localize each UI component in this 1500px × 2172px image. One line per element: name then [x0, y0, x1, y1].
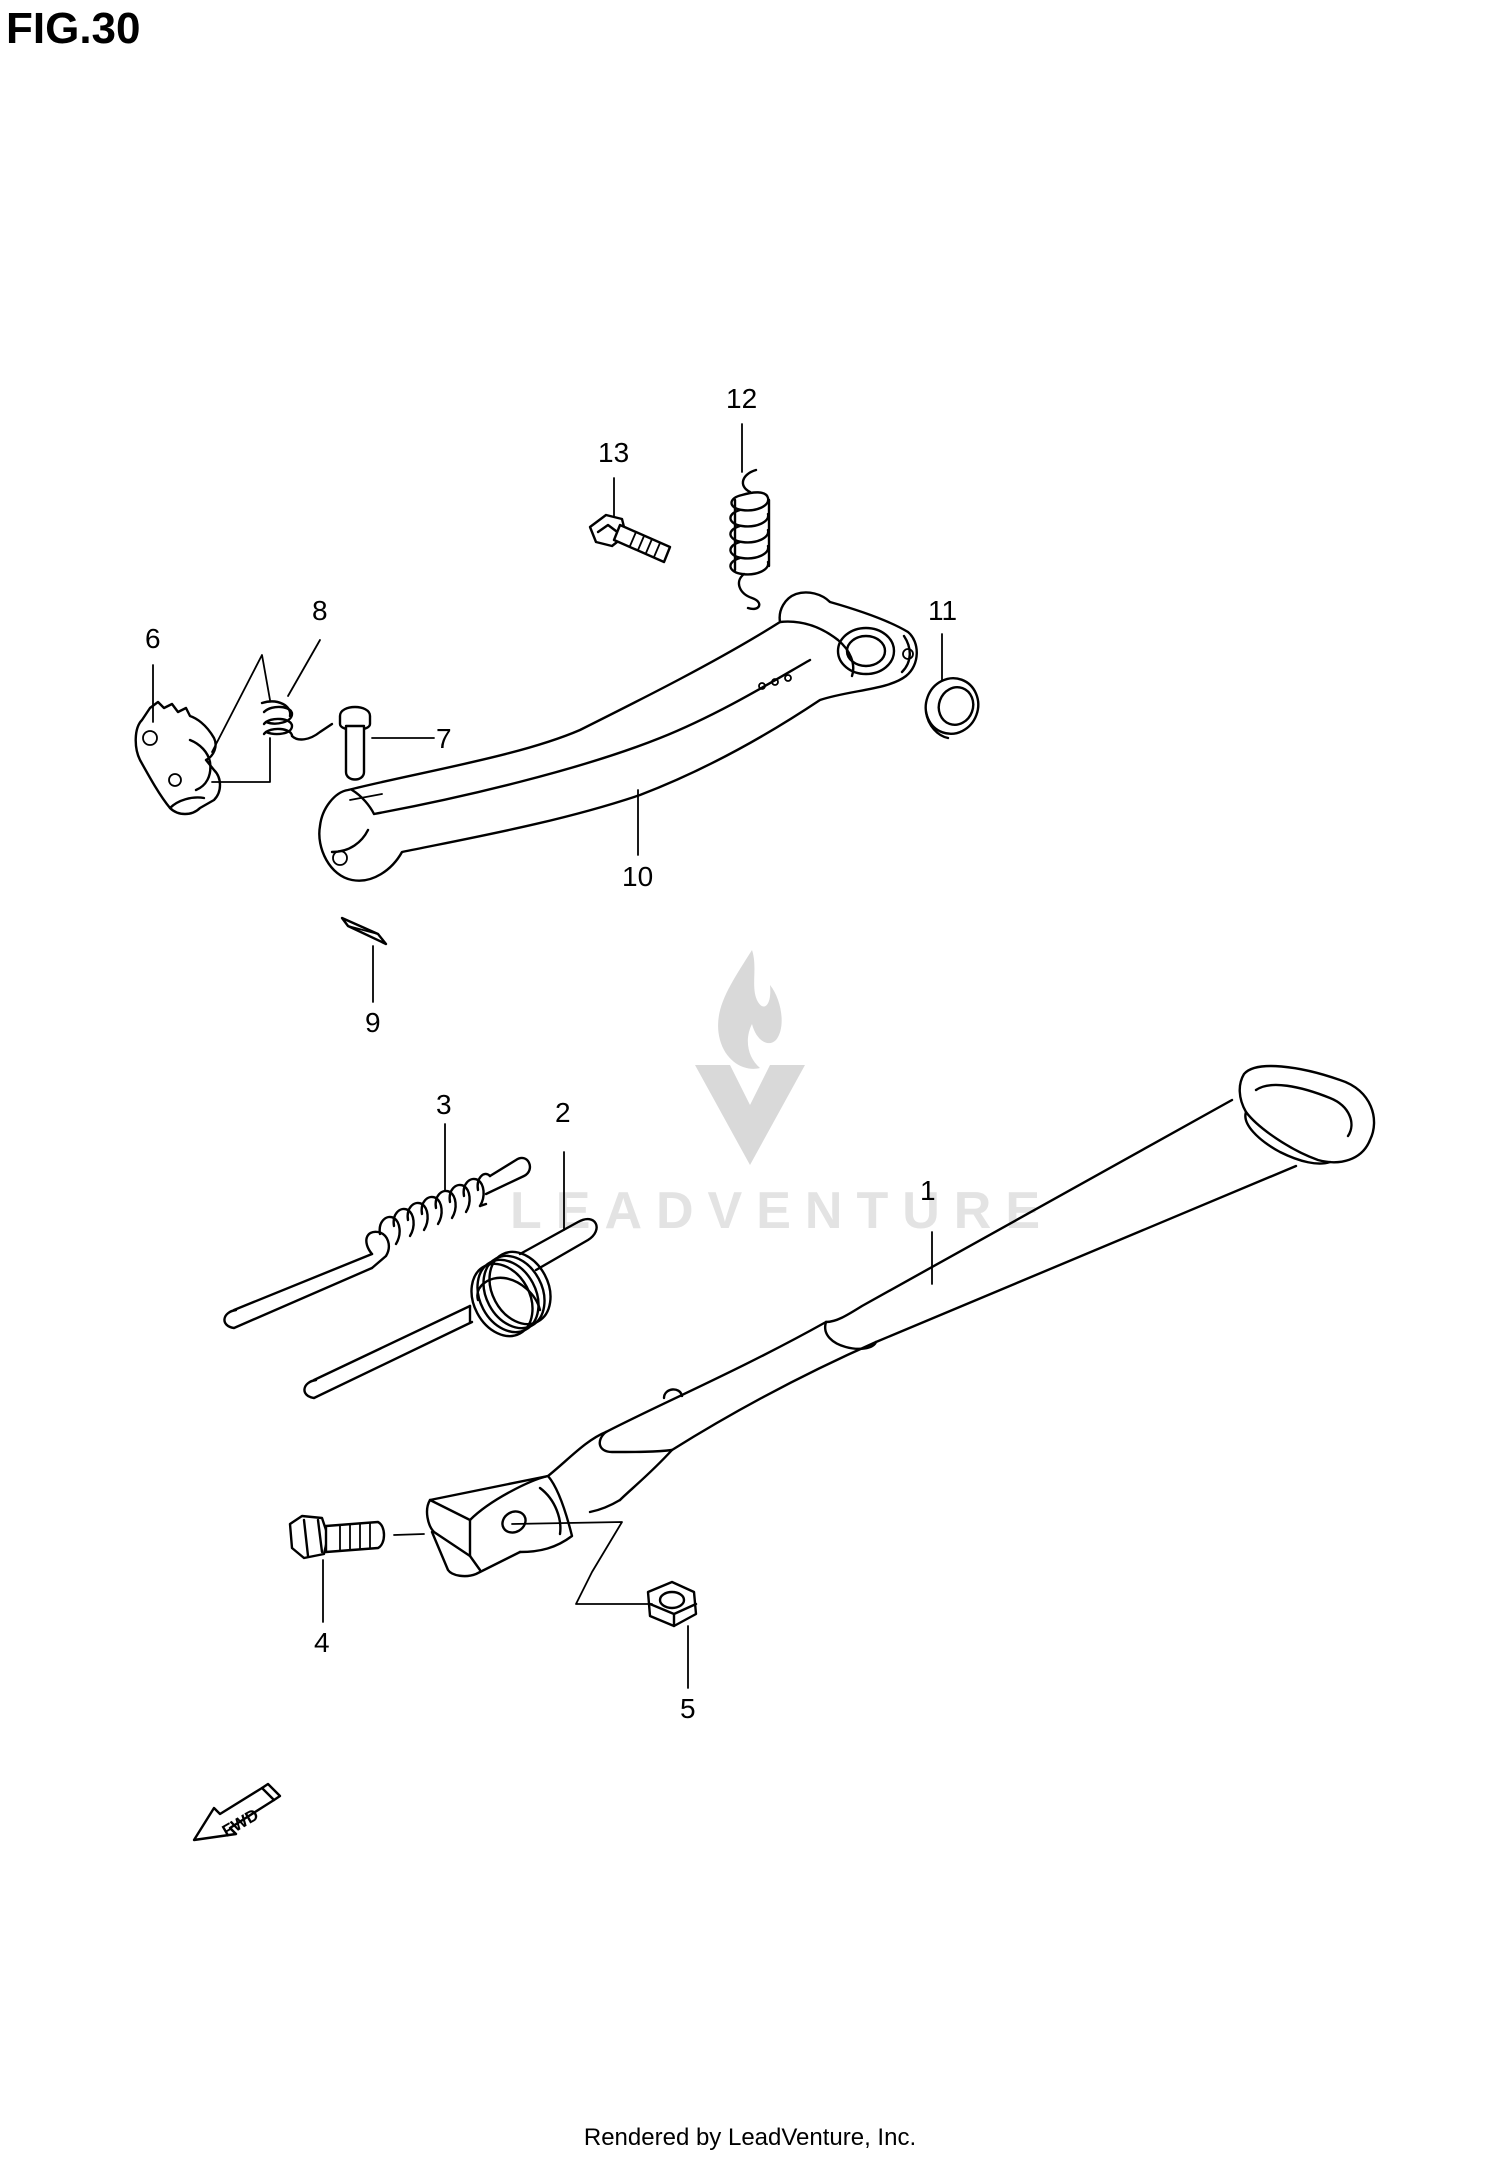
- part-11-washer: [924, 677, 980, 740]
- callout-4: 4: [314, 1627, 330, 1658]
- callout-7: 7: [436, 723, 452, 754]
- callout-3: 3: [436, 1089, 452, 1120]
- callout-9: 9: [365, 1007, 381, 1038]
- watermark-text: LEADVENTURE: [510, 1182, 1054, 1240]
- callout-13: 13: [598, 437, 629, 468]
- callout-6: 6: [145, 623, 161, 654]
- part-8-spring: [260, 700, 334, 741]
- figure-title: FIG.30: [6, 4, 141, 53]
- assembly-leader-lines: [211, 639, 321, 783]
- footer-credit: Rendered by LeadVenture, Inc.: [583, 2124, 917, 2151]
- callout-labels: 1 2 3 4 5 6 7 8 9 10 11 12 13: [145, 383, 957, 1724]
- hardware-leader-lines: [393, 1521, 653, 1605]
- part-7-pin: [338, 705, 372, 781]
- callout-10: 10: [622, 861, 653, 892]
- callout-12: 12: [726, 383, 757, 414]
- fwd-direction-arrow: FWD: [192, 1782, 282, 1842]
- callout-11: 11: [928, 595, 957, 626]
- part-10-lever: [318, 591, 918, 882]
- part-13-bolt: [588, 513, 672, 564]
- part-4-bolt: [288, 1514, 386, 1560]
- part-6-switch: [134, 700, 222, 816]
- callout-8: 8: [312, 595, 328, 626]
- chevron-logo-icon: [695, 1065, 805, 1165]
- callout-1: 1: [920, 1175, 936, 1206]
- part-3-spring: [223, 1156, 532, 1330]
- callout-leader-lines: [152, 423, 943, 1689]
- part-5-nut: [646, 1580, 698, 1628]
- part-9-cotter-pin: [340, 916, 388, 946]
- part-12-spring: [729, 468, 771, 611]
- callout-5: 5: [680, 1693, 696, 1724]
- callout-2: 2: [555, 1097, 571, 1128]
- watermark-logo: LEADVENTURE: [510, 950, 1054, 1240]
- part-1-side-stand: [425, 1064, 1376, 1578]
- part-2-spring: [303, 1217, 598, 1400]
- flame-icon: [718, 950, 782, 1069]
